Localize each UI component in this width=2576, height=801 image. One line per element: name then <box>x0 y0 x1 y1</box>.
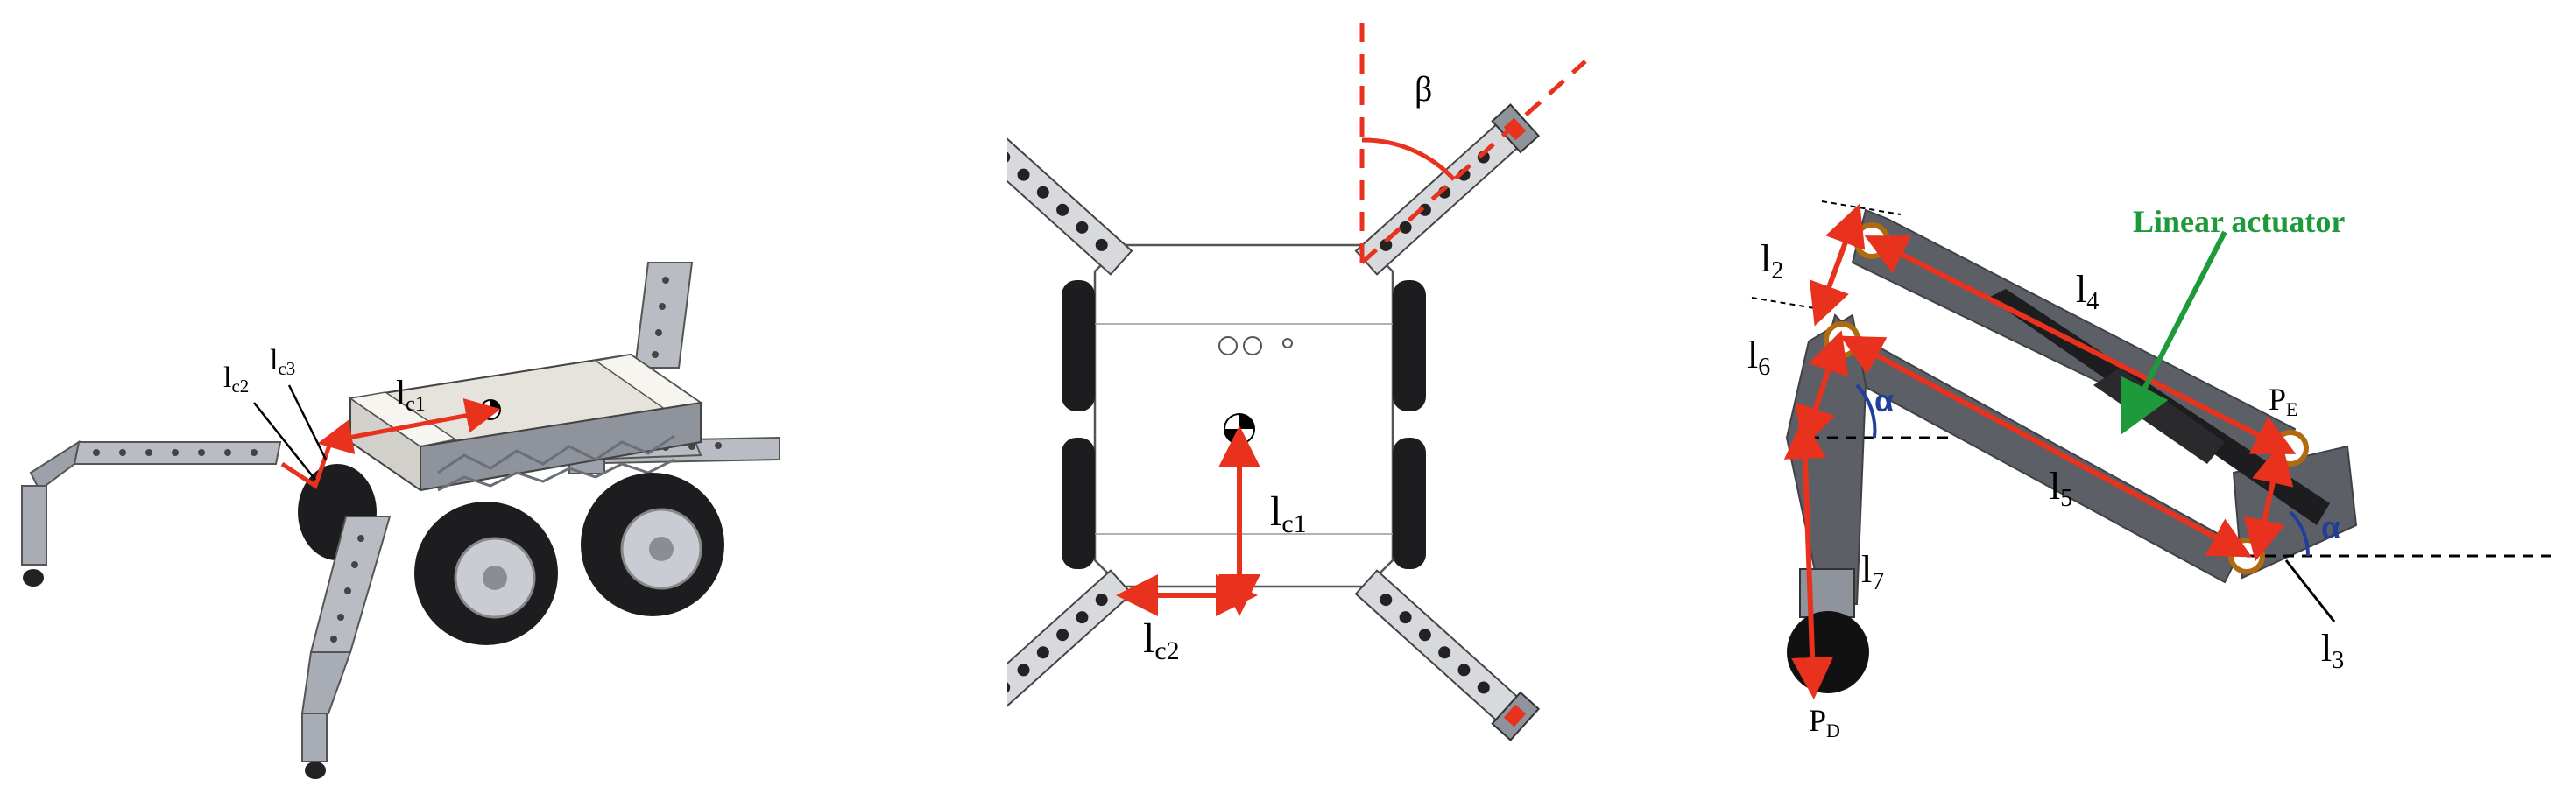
alpha-arcs <box>1855 383 2311 557</box>
beta-angle <box>1359 18 1587 264</box>
label-l2: l2 <box>1761 237 1783 285</box>
label-lc2: lc2 <box>223 362 249 397</box>
center-of-mass-icon <box>1224 413 1255 445</box>
center-of-mass-icon <box>480 399 501 420</box>
leg-bottom-left <box>1007 566 1137 741</box>
label-lc1: lc1 <box>1270 488 1307 538</box>
label-pd: PD <box>1809 703 1840 741</box>
label-l5: l5 <box>2050 465 2072 512</box>
leg-back-right <box>633 262 694 369</box>
leg-top-left <box>1007 103 1137 279</box>
wheels <box>298 464 724 645</box>
label-beta: β <box>1415 69 1432 109</box>
label-pe: PE <box>2269 382 2297 420</box>
l3-leader-line <box>2284 559 2336 622</box>
leg-links <box>1785 208 2358 693</box>
dimension-arrows <box>1116 425 1260 616</box>
label-linear-actuator: Linear actuator <box>2133 204 2345 239</box>
label-l3: l3 <box>2321 627 2344 674</box>
label-lc2: lc2 <box>1143 615 1180 665</box>
label-alpha-left: α <box>1874 383 1894 418</box>
label-alpha-right: α <box>2321 509 2340 545</box>
actuator-pointer-arrow <box>2121 230 2227 435</box>
dimension-arrows <box>280 398 501 489</box>
label-l4: l4 <box>2076 268 2099 315</box>
label-l6: l6 <box>1747 334 1770 381</box>
leg-front-left <box>300 516 392 779</box>
leader-lines <box>253 384 328 481</box>
dimension-arrows <box>1783 203 2297 699</box>
wheels-top <box>1062 280 1426 569</box>
label-l7: l7 <box>1861 548 1884 595</box>
label-lc3: lc3 <box>270 344 295 379</box>
robot-top-view: β lc1 lc2 <box>1007 18 1587 741</box>
leg-bottom-right <box>1351 566 1540 741</box>
leg-linkage-diagram: Linear actuator l2 l6 l4 l5 l7 l3 α α PE… <box>1747 200 2558 741</box>
label-lc1: lc1 <box>396 373 426 416</box>
leg-back-left <box>21 439 282 587</box>
robot-isometric-view: lc2 lc3 lc1 <box>21 262 780 779</box>
